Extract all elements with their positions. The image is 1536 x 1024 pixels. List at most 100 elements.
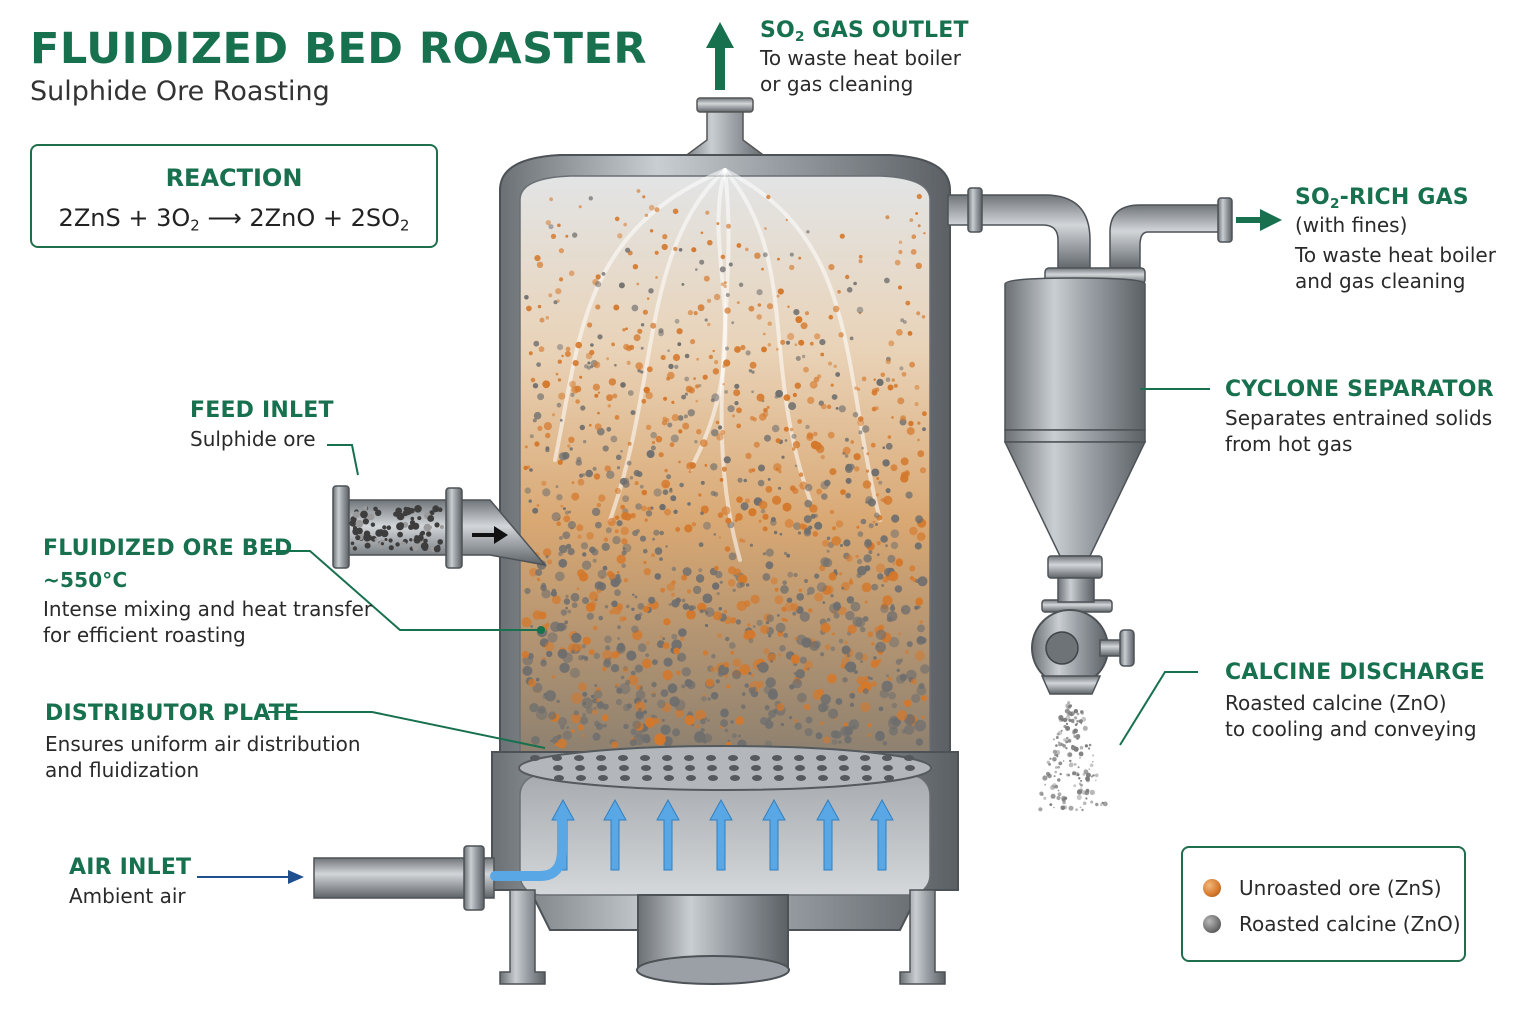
bed-particle bbox=[919, 620, 923, 624]
bed-particle bbox=[725, 517, 732, 524]
bed-particle bbox=[762, 552, 767, 556]
bed-particle bbox=[700, 231, 704, 235]
bed-particle bbox=[621, 550, 627, 556]
bed-particle bbox=[838, 332, 844, 338]
bed-particle bbox=[807, 396, 815, 404]
calcine-particle bbox=[1101, 801, 1104, 805]
bed-particle bbox=[596, 502, 602, 508]
bed-particle bbox=[921, 715, 925, 720]
bed-particle bbox=[785, 218, 788, 222]
bed-particle bbox=[641, 658, 652, 669]
bed-particle bbox=[720, 708, 729, 716]
bed-particle bbox=[734, 383, 740, 389]
reaction-lhs: 2ZnS + 3O bbox=[58, 204, 191, 232]
bed-particle bbox=[736, 301, 740, 305]
bed-particle bbox=[721, 466, 728, 472]
rich-gas-desc-2: To waste heat boiler bbox=[1295, 243, 1496, 268]
bed-particle bbox=[749, 361, 757, 369]
bed-particle bbox=[882, 741, 888, 746]
bed-particle bbox=[592, 383, 601, 391]
calcine-particle bbox=[1068, 711, 1073, 716]
bed-particle bbox=[882, 459, 890, 467]
bed-particle bbox=[817, 688, 825, 696]
bed-particle bbox=[579, 716, 589, 725]
calcine-particle bbox=[1073, 734, 1076, 737]
bed-particle bbox=[880, 535, 888, 543]
bed-particle bbox=[582, 713, 586, 717]
calcine-particle bbox=[1082, 790, 1087, 795]
bed-particle bbox=[736, 582, 743, 589]
vessel-leg-right bbox=[899, 889, 946, 985]
bed-temperature: ~550°C bbox=[43, 568, 128, 593]
bed-particle bbox=[825, 585, 834, 594]
bed-particle bbox=[910, 249, 917, 255]
bed-particle bbox=[720, 282, 725, 287]
bed-particle bbox=[590, 600, 597, 608]
calcine-particle bbox=[1084, 744, 1088, 748]
bed-particle bbox=[623, 578, 629, 583]
plate-hole bbox=[816, 755, 826, 761]
bed-particle bbox=[591, 708, 598, 715]
vessel-leg-left bbox=[499, 889, 546, 985]
bed-particle bbox=[662, 489, 669, 496]
bed-particle bbox=[784, 439, 788, 442]
feed-particle bbox=[375, 529, 383, 537]
bed-particle bbox=[678, 628, 687, 637]
bed-particle bbox=[538, 346, 545, 353]
bed-particle bbox=[571, 481, 575, 484]
bed-particle bbox=[634, 595, 638, 599]
bed-particle bbox=[629, 344, 635, 350]
bed-particle bbox=[904, 471, 910, 478]
bed-particle bbox=[593, 690, 603, 699]
bed-particle bbox=[873, 378, 876, 381]
feed-particle bbox=[353, 511, 360, 518]
bed-particle bbox=[566, 726, 569, 729]
bed-particle bbox=[732, 414, 736, 418]
bed-particle bbox=[719, 478, 724, 482]
bed-particle bbox=[682, 603, 690, 610]
calcine-particle bbox=[1058, 761, 1063, 766]
bed-particle bbox=[617, 637, 621, 640]
bed-particle bbox=[648, 596, 656, 604]
bed-particle bbox=[820, 481, 829, 490]
bed-particle bbox=[704, 623, 709, 628]
plate-hole bbox=[730, 775, 740, 781]
bed-particle bbox=[854, 466, 860, 472]
bed-particle bbox=[911, 234, 917, 239]
bed-particle bbox=[780, 339, 786, 345]
bed-particle bbox=[850, 601, 861, 612]
bed-particle bbox=[685, 385, 693, 393]
bed-particle bbox=[915, 212, 918, 215]
bed-particle bbox=[888, 636, 900, 648]
bed-particle bbox=[907, 331, 913, 336]
bed-particle bbox=[801, 637, 812, 648]
bed-particle bbox=[823, 558, 833, 568]
bed-particle bbox=[732, 658, 742, 668]
bed-particle bbox=[555, 372, 559, 376]
bed-particle bbox=[592, 558, 597, 563]
calcine-particle bbox=[1078, 751, 1084, 757]
calcine-particle bbox=[1063, 738, 1067, 742]
bed-particle bbox=[786, 553, 791, 558]
bed-particle bbox=[784, 518, 794, 528]
bed-particle bbox=[809, 380, 818, 389]
bed-particle bbox=[662, 642, 670, 649]
bed-particle bbox=[636, 189, 641, 193]
bed-particle bbox=[695, 268, 698, 271]
bed-particle bbox=[713, 491, 719, 497]
bed-particle bbox=[888, 676, 893, 681]
bed-particle bbox=[761, 346, 767, 353]
bed-particle bbox=[614, 515, 620, 520]
bed-particle bbox=[735, 716, 745, 725]
feed-particle bbox=[382, 525, 387, 530]
bed-particle bbox=[541, 658, 547, 664]
bed-particle bbox=[886, 674, 889, 678]
bed-particle bbox=[743, 508, 746, 511]
bed-particle bbox=[713, 293, 721, 301]
bed-particle bbox=[684, 679, 693, 688]
bed-particle bbox=[828, 314, 834, 320]
bed-particle bbox=[595, 274, 601, 280]
bed-particle bbox=[581, 643, 587, 649]
bed-particle bbox=[813, 431, 818, 437]
bed-particle bbox=[760, 717, 768, 725]
